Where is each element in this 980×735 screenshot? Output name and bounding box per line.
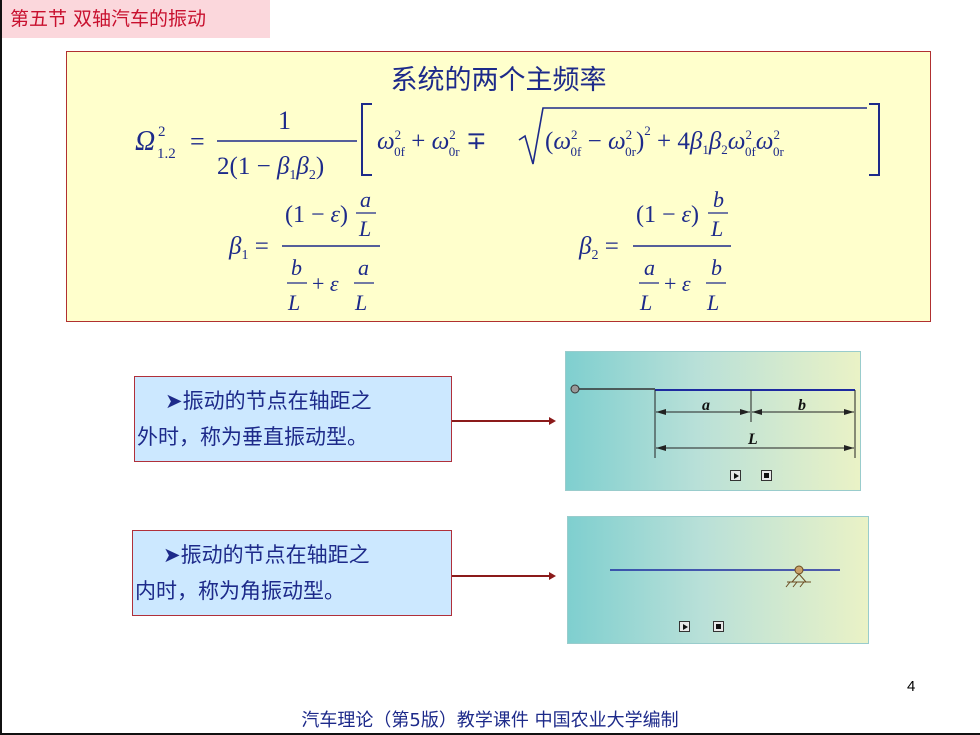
arrow-1-line (452, 420, 550, 422)
play-icon (683, 624, 688, 630)
fraction-denominator: 2(1 − β1β2) (217, 153, 324, 183)
beta1-den-L2: L (354, 290, 367, 315)
hatch (785, 581, 791, 588)
stop-button[interactable] (713, 621, 724, 632)
omega-symbol: Ω (135, 126, 155, 157)
beta1-den-b: b (291, 255, 302, 280)
beta1-den-plus: + ε (312, 271, 339, 296)
callout-vertical-mode: ➤振动的节点在轴距之 外时，称为垂直振动型。 (134, 376, 452, 462)
animation-panel-angular (567, 516, 869, 644)
callout-1-line2: 外时，称为垂直振动型。 (137, 425, 368, 449)
arrow-2-line (452, 575, 550, 577)
beta1-den-L1: L (287, 290, 300, 315)
dim-arrow (844, 409, 854, 415)
play-button[interactable] (730, 470, 741, 481)
animation-panel-vertical: a b L (565, 351, 861, 491)
formula-title: 系统的两个主频率 (390, 65, 607, 96)
play-icon (734, 473, 739, 479)
arrow-2-head (549, 572, 556, 580)
callout-1-line1: ➤振动的节点在轴距之 (165, 389, 372, 413)
label-L: L (747, 431, 758, 448)
beta2-numerator: (1 − ε) (636, 202, 699, 228)
beta2-den-L2: L (706, 290, 719, 315)
pivot-support (791, 573, 807, 583)
beta2-den-L1: L (639, 290, 652, 315)
callout-2-line1: ➤振动的节点在轴距之 (163, 543, 370, 567)
page-number: 4 (907, 678, 916, 695)
node-point (570, 384, 580, 394)
vertical-mode-diagram: a b L (570, 384, 856, 458)
section-title: 第五节 双轴汽车的振动 (2, 0, 270, 38)
left-border (0, 0, 2, 735)
beta2-num-b: b (713, 187, 724, 212)
beta1-den-a: a (358, 255, 369, 280)
bottom-border (0, 733, 980, 735)
beta2-den-a: a (644, 255, 655, 280)
sqrt-sign (518, 107, 867, 165)
stop-icon (764, 473, 769, 478)
right-bracket (869, 103, 880, 176)
beta2-num-L: L (710, 216, 723, 241)
callout-angular-mode: ➤振动的节点在轴距之 内时，称为角振动型。 (132, 530, 452, 616)
dim-arrow (740, 409, 750, 415)
angular-mode-diagram (610, 565, 840, 588)
stop-button[interactable] (761, 470, 772, 481)
omega-sup: 2 (158, 124, 166, 140)
dim-arrow (656, 409, 666, 415)
dim-arrow (752, 409, 762, 415)
dim-arrow (656, 445, 666, 451)
beta1-numerator: (1 − ε) (285, 202, 348, 228)
fraction-numerator: 1 (278, 106, 291, 135)
left-bracket (361, 103, 372, 176)
beta2-label: β2 = (578, 233, 619, 263)
arrow-1-head (549, 417, 556, 425)
omega-sub: 1.2 (157, 146, 176, 162)
stop-icon (716, 624, 721, 629)
label-a: a (702, 397, 710, 414)
beta1-num-L: L (358, 216, 371, 241)
hatch (799, 581, 805, 588)
footer-text: 汽车理论（第5版）教学课件 中国农业大学编制 (301, 710, 679, 731)
pivot-node (794, 565, 804, 575)
play-button[interactable] (679, 621, 690, 632)
beta1-label: β1 = (228, 233, 269, 263)
beta1-num-a: a (360, 187, 371, 212)
equals-sign: = (190, 127, 205, 156)
label-b: b (798, 397, 806, 414)
beta2-den-plus: + ε (664, 271, 691, 296)
hatch (792, 581, 798, 588)
dim-arrow (844, 445, 854, 451)
beta2-den-b: b (711, 255, 722, 280)
callout-2-line2: 内时，称为角振动型。 (135, 579, 345, 603)
